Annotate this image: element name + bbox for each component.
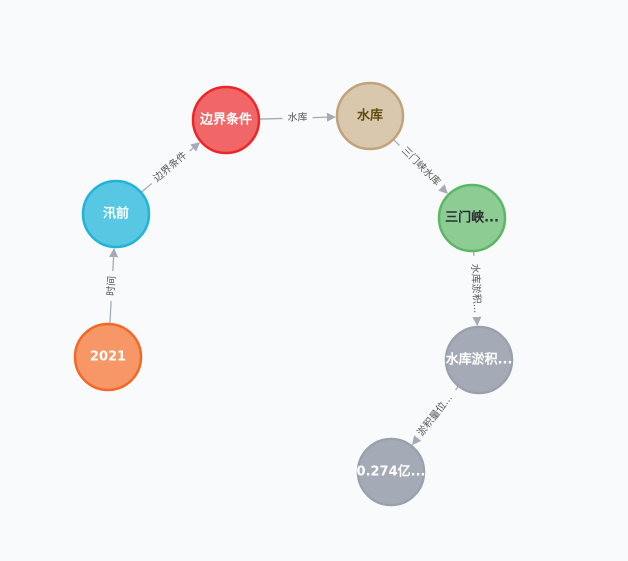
edge-e3[interactable]: 水库 xyxy=(259,110,336,124)
edge-line-start xyxy=(455,386,459,391)
edge-line-start xyxy=(259,117,283,120)
edge-label: 水库 xyxy=(287,110,307,124)
edge-e6[interactable]: 淤积量位... xyxy=(412,386,459,446)
node-n2021[interactable]: 2021 xyxy=(73,322,143,392)
edge-line-start xyxy=(141,183,153,193)
node-label: 三门峡... xyxy=(445,210,499,226)
edge-line-start xyxy=(109,300,112,324)
node-circle[interactable] xyxy=(191,85,261,155)
node-nvalue[interactable]: 0.274亿... xyxy=(356,437,426,507)
node-circle[interactable] xyxy=(356,437,426,507)
edge-label: 边界条件 xyxy=(151,149,190,185)
edge-line-end xyxy=(412,435,422,446)
edge-line-end xyxy=(109,248,119,272)
node-label: 汛前 xyxy=(103,206,129,222)
node-nyuji[interactable]: 水库淤积... xyxy=(444,325,514,395)
node-nsanmen[interactable]: 三门峡... xyxy=(437,183,507,253)
edge-e4[interactable]: 三门峡水库 xyxy=(393,139,448,194)
node-label: 水库 xyxy=(357,108,383,124)
node-nbianjie[interactable]: 边界条件 xyxy=(191,85,261,155)
edge-line-end xyxy=(189,142,201,152)
edge-label: 三门峡水库 xyxy=(399,144,444,189)
node-circle[interactable] xyxy=(444,325,514,395)
edge-label: 时间 xyxy=(104,276,118,297)
node-circle[interactable] xyxy=(81,179,151,249)
edge-label: 淤积量位... xyxy=(414,391,455,438)
edge-line-end xyxy=(312,112,336,122)
node-label: 2021 xyxy=(90,350,126,365)
edge-line-end xyxy=(438,184,448,194)
node-nshuiku[interactable]: 水库 xyxy=(335,81,405,151)
edge-e1[interactable]: 时间 xyxy=(104,248,119,324)
edge-label: 水库淤积... xyxy=(469,263,484,313)
node-label: 0.274亿... xyxy=(357,464,426,480)
edge-e2[interactable]: 边界条件 xyxy=(141,142,201,193)
node-label: 水库淤积... xyxy=(446,352,513,368)
edge-line-start xyxy=(393,139,400,146)
node-circle[interactable] xyxy=(437,183,507,253)
node-circle[interactable] xyxy=(73,322,143,392)
edge-e5[interactable]: 水库淤积... xyxy=(469,251,484,326)
node-label: 边界条件 xyxy=(199,112,252,128)
node-nxunqian[interactable]: 汛前 xyxy=(81,179,151,249)
node-circle[interactable] xyxy=(335,81,405,151)
